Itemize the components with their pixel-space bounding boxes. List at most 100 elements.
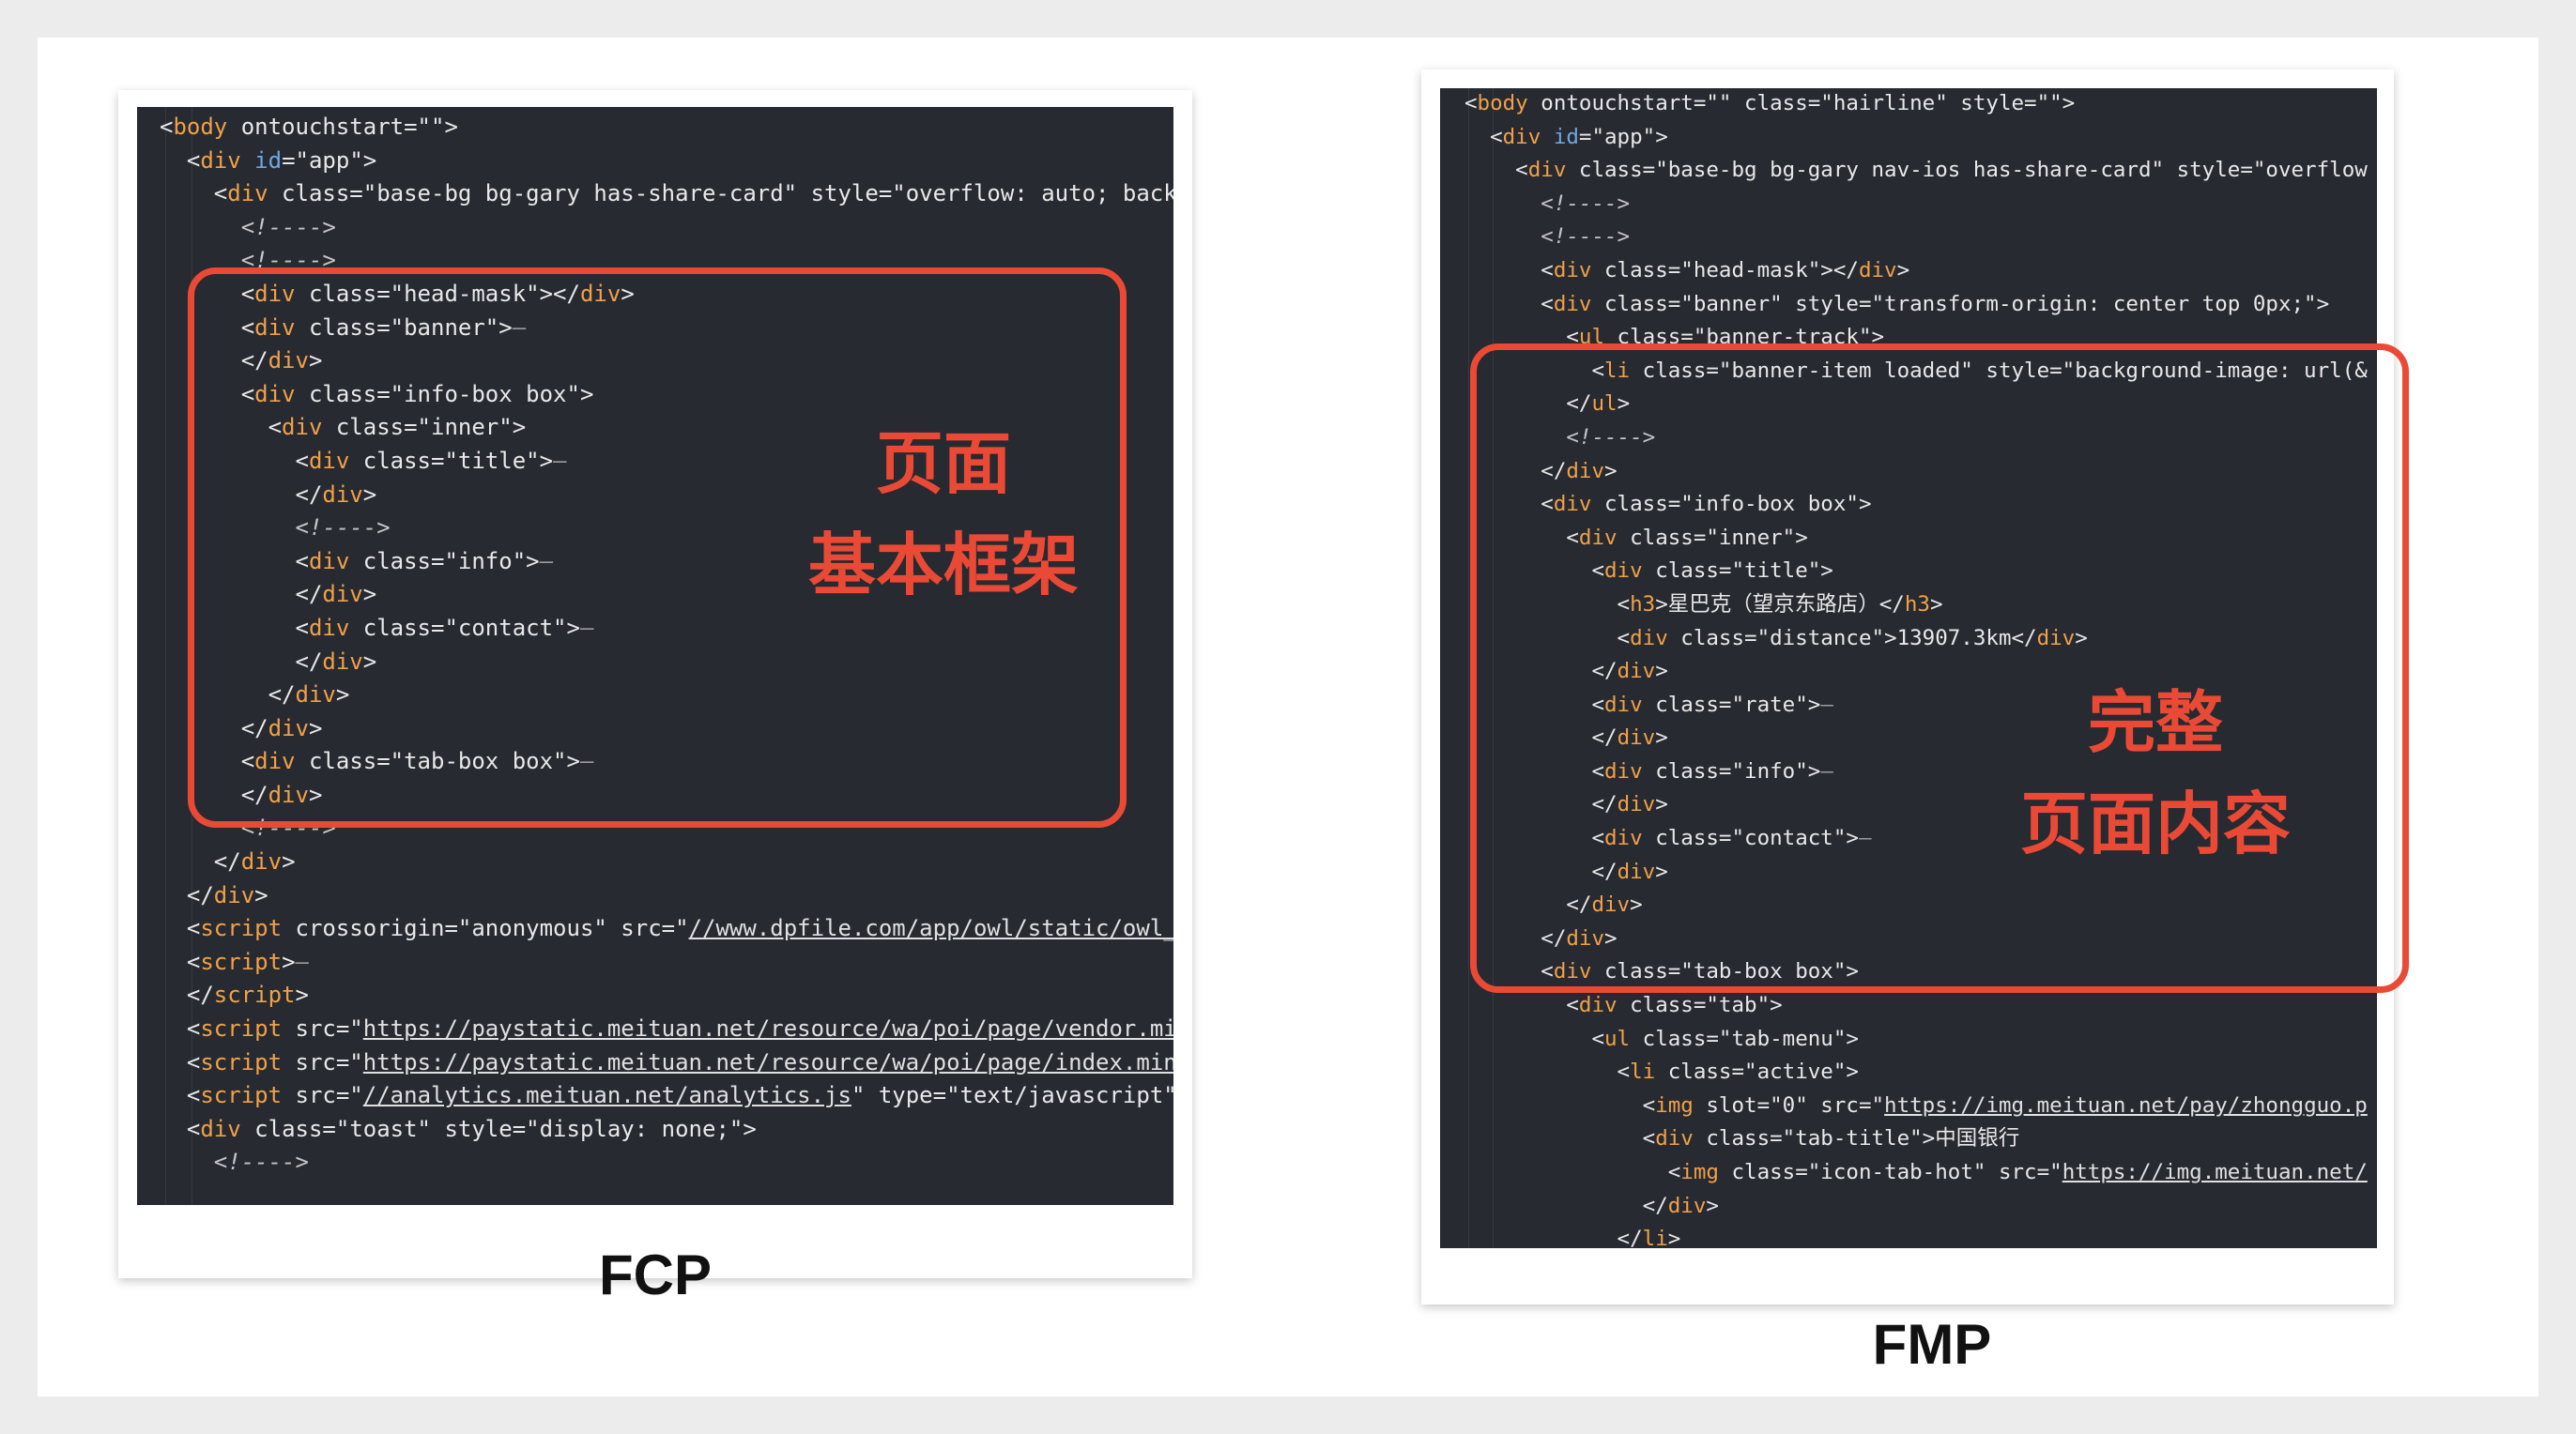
code-line: </script> (160, 979, 1173, 1013)
code-line: <div class="tab-box box">— (160, 745, 1173, 779)
fmp-screenshot-frame: <body ontouchstart="" class="hairline" s… (1421, 69, 2394, 1304)
code-token: class="info-box box"> (1591, 492, 1872, 517)
code-token: class="base-bg bg-gary has-share-card" s… (268, 180, 1173, 207)
code-token: //analytics.meituan.net/analytics.js (362, 1082, 851, 1109)
code-token: div (268, 714, 309, 741)
code-line: <!----> (160, 812, 1173, 846)
fcp-screenshot-frame: <body ontouchstart=""> <div id="app"> <d… (118, 90, 1192, 1278)
code-line: <div class="contact">— (1464, 823, 2368, 857)
code-token: > (335, 681, 350, 709)
code-token: div (295, 681, 336, 709)
code-token: <!----> (160, 1149, 309, 1176)
code-token: src=" (282, 1082, 363, 1109)
code-line: <div class="distance">13907.3km</div> (1464, 623, 2368, 657)
code-line: <div class="banner">— (160, 312, 1173, 345)
code-token: > (1655, 725, 1668, 751)
code-token: class="tab-title">中国银行 (1693, 1126, 2020, 1152)
code-token: slot="0" src=" (1693, 1092, 1885, 1118)
code-token: div (1553, 492, 1592, 517)
code-token: < (1464, 692, 1605, 717)
code-token (1541, 125, 1554, 149)
code-line: <img slot="0" src="https://img.meituan.n… (1464, 1091, 2368, 1124)
code-token: > (1604, 925, 1618, 951)
fmp-overlay-label-line-2: 页面内容 (2019, 785, 2291, 863)
code-token: < (1464, 358, 1605, 383)
code-line: </div> (160, 646, 1173, 679)
code-line: <div class="tab-title">中国银行 (1464, 1123, 2368, 1157)
code-token: div (1578, 993, 1618, 1018)
code-token: < (160, 380, 255, 407)
code-token (241, 147, 254, 174)
code-token: div (1553, 959, 1592, 984)
code-token: body (173, 114, 228, 140)
code-token: < (1464, 124, 1503, 149)
code-token: < (160, 313, 255, 341)
code-token: </ (160, 982, 214, 1009)
code-line: <div class="tab"> (1464, 990, 2368, 1024)
fmp-overlay-label-line-1: 完整 (2087, 683, 2223, 762)
code-token: div (1553, 257, 1592, 282)
code-line: <div class="info">— (160, 545, 1173, 579)
code-line: <div class="contact">— (160, 612, 1173, 646)
code-token: > (2075, 625, 2088, 650)
code-token: < (160, 915, 201, 942)
code-line: </div> (160, 679, 1173, 712)
code-token: > (1896, 257, 1910, 282)
code-token: > (1706, 1193, 1719, 1218)
code-token: </ (1464, 659, 1618, 684)
code-line: <!----> (1464, 189, 2368, 222)
code-token: src=" (282, 1015, 363, 1043)
code-token: <!----> (1464, 224, 1631, 250)
code-token: </ (1464, 925, 1567, 951)
code-line: <script crossorigin="anonymous" src="//w… (160, 912, 1173, 946)
code-token: < (1464, 291, 1554, 316)
code-token: ul (1591, 391, 1618, 417)
code-token: div (240, 848, 283, 876)
code-token: < (1464, 91, 1478, 115)
code-token: class="head-mask"></ (1591, 257, 1859, 282)
code-line: <div class="inner"> (1464, 523, 2368, 557)
code-line: </div> (1464, 923, 2368, 957)
code-token: < (1464, 1160, 1681, 1184)
code-line: <div class="info">— (1464, 756, 2368, 790)
code-token: > (621, 280, 635, 307)
code-token: li (1604, 358, 1631, 383)
code-token: class="tab"> (1617, 993, 1783, 1018)
code-token: crossorigin="anonymous" src=" (282, 915, 689, 942)
code-token: < (1464, 325, 1579, 350)
code-token: — (512, 313, 527, 341)
code-token: div (1667, 1193, 1707, 1218)
fcp-overlay-label: 页面 基本框架 (789, 413, 1098, 616)
code-token: — (1820, 692, 1833, 717)
code-token: < (1464, 158, 1528, 183)
code-token: script (200, 1048, 283, 1076)
code-token: ontouchstart=""> (227, 114, 458, 140)
code-token: > (1667, 1227, 1681, 1248)
code-line: </div> (1464, 857, 2368, 891)
code-token: > (282, 948, 296, 975)
code-token: > (308, 781, 323, 808)
code-token: div (1604, 826, 1643, 851)
code-token: </ (160, 881, 214, 908)
code-token: < (160, 614, 309, 641)
code-line: <div class="title"> (1464, 556, 2368, 589)
fcp-caption: FCP (599, 1243, 712, 1306)
code-token: < (1464, 591, 1631, 617)
code-token: class="info-box box"> (295, 380, 594, 407)
code-token: — (539, 547, 554, 574)
code-line: <div class="info-box box"> (1464, 489, 2368, 523)
code-token: class="tab-menu"> (1630, 1026, 1859, 1051)
code-token: < (160, 547, 309, 574)
code-token: < (160, 414, 283, 441)
code-line: <div class="base-bg bg-gary nav-ios has-… (1464, 155, 2368, 189)
code-token: div (308, 614, 350, 641)
code-token: < (1464, 525, 1579, 550)
code-line: <!----> (160, 211, 1173, 245)
code-token: class="banner" style="transform-origin: … (1591, 291, 2330, 316)
code-token: div (322, 581, 363, 608)
code-line: </div> (1464, 456, 2368, 490)
code-token: div (1604, 758, 1643, 784)
code-token: < (1464, 1026, 1605, 1051)
code-token: class="head-mask"></ (295, 280, 580, 307)
code-token: — (553, 447, 567, 474)
